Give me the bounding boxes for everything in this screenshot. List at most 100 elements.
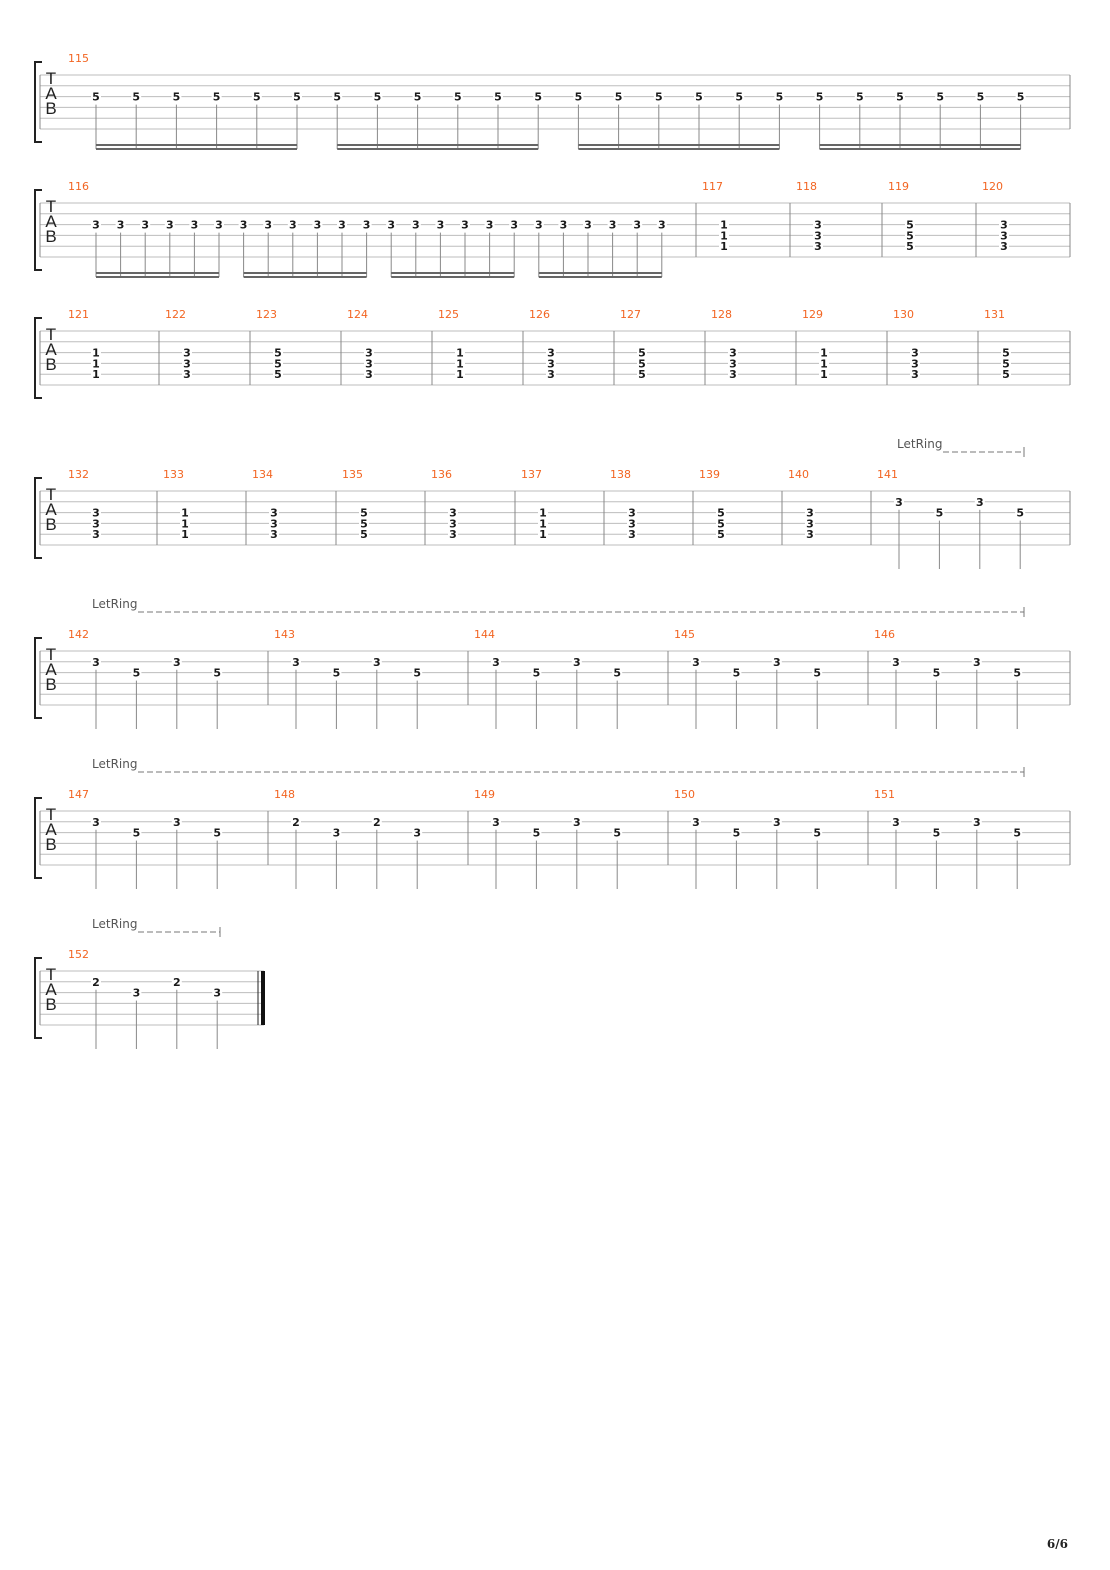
measure-number: 136	[431, 468, 452, 481]
fret-mask	[171, 816, 182, 828]
fret-number: 5	[1002, 368, 1010, 381]
fret-mask	[637, 369, 647, 381]
fret-mask	[538, 518, 548, 530]
fret-number: 5	[133, 667, 141, 680]
measure-number: 130	[893, 308, 914, 321]
fret-mask	[91, 976, 101, 988]
fret-number: 1	[181, 528, 189, 541]
fret-mask	[813, 230, 823, 242]
fret-number: 5	[638, 347, 646, 360]
fret-number: 2	[292, 816, 300, 829]
fret-number: 1	[92, 347, 100, 360]
fret-mask	[546, 347, 556, 359]
fret-number: 3	[806, 528, 814, 541]
fret-number: 3	[365, 368, 373, 381]
fret-mask	[533, 91, 544, 103]
fret-mask	[935, 91, 946, 103]
tab-clef-letter: T	[46, 69, 56, 88]
fret-number: 2	[373, 816, 381, 829]
fret-number: 1	[92, 368, 100, 381]
fret-mask	[455, 358, 465, 370]
tab-clef-letter: T	[46, 645, 56, 664]
fret-mask	[91, 518, 101, 530]
fret-number: 3	[628, 507, 636, 520]
fret-number: 3	[314, 219, 322, 232]
measure-number: 127	[620, 308, 641, 321]
fret-mask	[931, 827, 942, 839]
fret-number: 3	[547, 368, 555, 381]
fret-mask	[538, 507, 548, 519]
fret-number: 3	[510, 219, 518, 232]
fret-mask	[412, 91, 423, 103]
fret-number: 3	[412, 219, 420, 232]
fret-mask	[91, 219, 101, 231]
fret-mask	[573, 91, 584, 103]
fret-mask	[805, 529, 815, 541]
fret-number: 3	[973, 656, 981, 669]
fret-number: 5	[638, 357, 646, 370]
fret-mask	[813, 241, 823, 253]
fret-number: 5	[816, 91, 824, 104]
fret-number: 5	[1002, 347, 1010, 360]
fret-mask	[412, 827, 423, 839]
tab-clef-letter: A	[45, 500, 57, 519]
fret-mask	[719, 219, 729, 231]
fret-mask	[975, 91, 986, 103]
fret-mask	[448, 529, 458, 541]
fret-number: 3	[492, 656, 500, 669]
fret-mask	[691, 656, 701, 668]
measure-number: 151	[874, 788, 895, 801]
measure-number: 148	[274, 788, 295, 801]
fret-number: 3	[628, 517, 636, 530]
fret-mask	[653, 91, 664, 103]
fret-mask	[891, 656, 901, 668]
fret-mask	[774, 91, 785, 103]
fret-number: 3	[92, 816, 100, 829]
fret-mask	[637, 358, 647, 370]
fret-number: 5	[414, 91, 422, 104]
fret-mask	[171, 976, 182, 988]
fret-mask	[971, 656, 982, 668]
fret-mask	[771, 656, 782, 668]
fret-mask	[182, 369, 192, 381]
fret-number: 5	[173, 91, 181, 104]
fret-mask	[691, 816, 701, 828]
fret-number: 3	[292, 656, 300, 669]
fret-number: 3	[173, 816, 181, 829]
fret-number: 1	[720, 229, 728, 242]
fret-number: 5	[360, 507, 368, 520]
fret-mask	[905, 219, 915, 231]
fret-number: 3	[338, 219, 346, 232]
fret-number: 3	[365, 347, 373, 360]
fret-mask	[131, 987, 142, 999]
fret-number: 3	[806, 517, 814, 530]
fret-number: 3	[492, 816, 500, 829]
tab-clef-letter: A	[45, 340, 57, 359]
fret-number: 1	[181, 517, 189, 530]
fret-mask	[182, 358, 192, 370]
fret-mask	[371, 656, 382, 668]
tab-clef-letter: A	[45, 820, 57, 839]
fret-mask	[814, 91, 825, 103]
fret-mask	[435, 219, 446, 231]
fret-mask	[131, 827, 142, 839]
fret-number: 3	[413, 827, 421, 840]
fret-mask	[716, 507, 726, 519]
fret-number: 3	[773, 816, 781, 829]
fret-number: 3	[289, 219, 297, 232]
fret-number: 3	[1000, 219, 1008, 232]
fret-number: 5	[1013, 667, 1021, 680]
fret-number: 1	[456, 368, 464, 381]
measure-number: 146	[874, 628, 895, 641]
fret-mask	[91, 656, 101, 668]
fret-mask	[131, 91, 142, 103]
system-bracket	[34, 317, 42, 399]
fret-mask	[164, 219, 175, 231]
fret-number: 1	[456, 347, 464, 360]
fret-number: 5	[733, 667, 741, 680]
fret-number: 3	[387, 219, 395, 232]
fret-mask	[331, 827, 342, 839]
fret-mask	[571, 656, 582, 668]
tab-clef-letter: B	[45, 515, 56, 534]
measure-number: 116	[68, 180, 89, 193]
